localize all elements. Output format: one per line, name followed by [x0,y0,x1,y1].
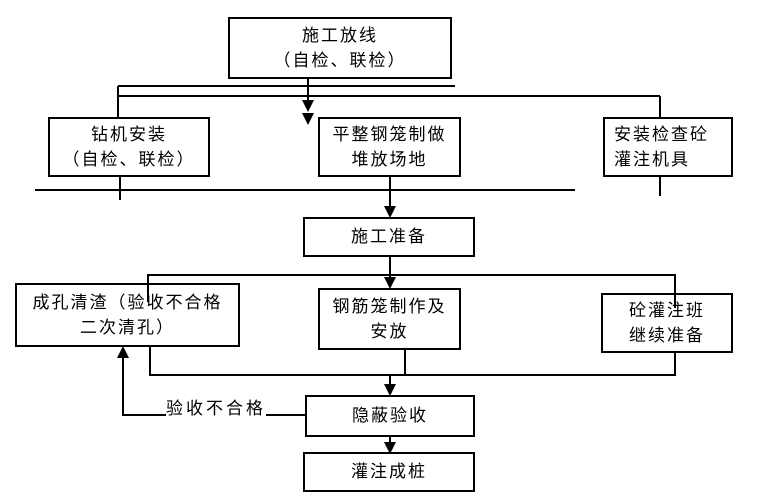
node-pour-to-form-pile: 灌注成桩 [303,452,475,492]
node-construction-layout: 施工放线 （自检、联检） [228,17,452,79]
node-drill-rig-install: 钻机安装 （自检、联检） [48,117,210,177]
node-cage-yard-leveling: 平整钢笼制做 堆放场地 [318,117,461,177]
arrowhead-into-cage-site [302,113,314,125]
node-pour-team-preparation: 砼灌注班 继续准备 [601,293,733,353]
node-hole-slag-cleaning: 成孔清渣（验收不合格 二次清孔） [15,283,240,347]
node-pouring-equipment-check: 安装检查砼 灌注机具 [603,117,733,177]
node-hidden-work-acceptance: 隐蔽验收 [305,395,475,437]
node-rebar-cage-fabrication: 钢筋笼制作及 安放 [318,288,461,350]
arrowhead-into-hole-clean [117,346,129,358]
node-construction-preparation: 施工准备 [303,217,475,257]
arrowhead-branch-upper [302,100,314,112]
edge-label-acceptance-fail: 验收不合格 [166,394,266,419]
